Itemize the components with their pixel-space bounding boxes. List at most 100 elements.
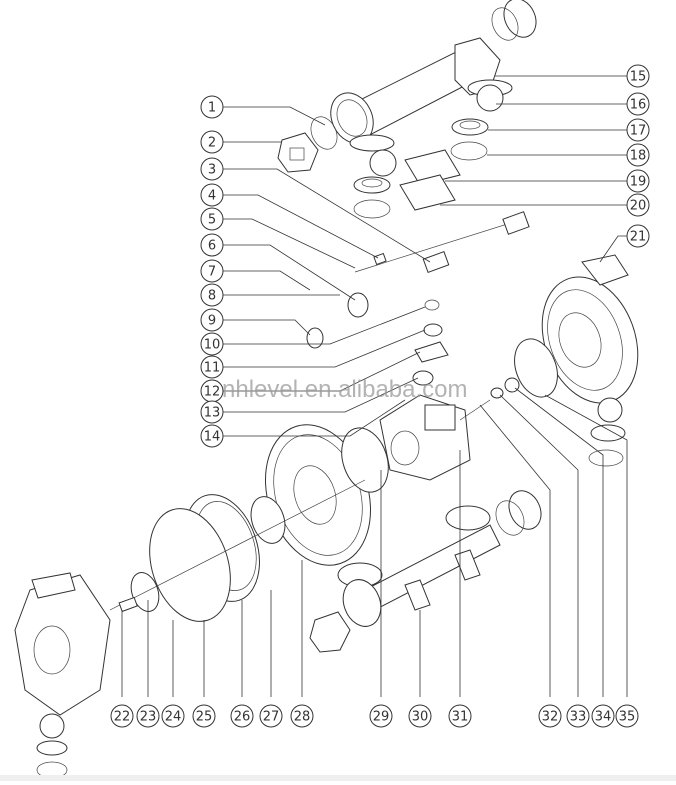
callout-circle xyxy=(192,704,216,728)
callout-number: 20 xyxy=(630,199,647,214)
ball-and-seats-top xyxy=(310,84,504,219)
callout-number: 31 xyxy=(452,710,469,725)
callout-4: 4 xyxy=(200,183,224,207)
callout-3: 3 xyxy=(200,157,224,181)
callout-23: 23 xyxy=(136,704,160,728)
callout-number: 34 xyxy=(595,710,612,725)
callout-circle xyxy=(448,704,472,728)
callout-10: 10 xyxy=(200,332,224,356)
air-valve-components xyxy=(306,211,530,386)
callout-8: 8 xyxy=(200,283,224,307)
callout-33: 33 xyxy=(566,704,590,728)
diaphragms xyxy=(109,479,366,622)
end-cap-left xyxy=(277,132,319,173)
callout-number: 8 xyxy=(208,289,216,304)
callout-14: 14 xyxy=(200,424,224,448)
callout-24: 24 xyxy=(161,704,185,728)
callout-number: 11 xyxy=(204,361,221,376)
callout-2: 2 xyxy=(200,130,224,154)
callout-circle xyxy=(161,704,185,728)
callout-number: 21 xyxy=(630,230,647,245)
callout-1: 1 xyxy=(200,95,224,119)
callout-circle xyxy=(259,704,283,728)
callout-number: 9 xyxy=(208,314,216,329)
watermark: nhlevel.en.alibaba.com xyxy=(222,376,468,403)
callout-circle xyxy=(200,308,224,332)
callout-number: 3 xyxy=(208,163,216,178)
callout-circle xyxy=(626,169,650,193)
top-right-cap xyxy=(491,0,537,41)
callout-number: 12 xyxy=(204,385,221,400)
right-fluid-cap xyxy=(514,254,639,467)
callout-circle xyxy=(626,118,650,142)
callout-circle xyxy=(200,157,224,181)
callout-number: 29 xyxy=(373,710,390,725)
callout-number: 16 xyxy=(630,98,647,113)
callout-5: 5 xyxy=(200,207,224,231)
callout-circle xyxy=(626,143,650,167)
callout-number: 14 xyxy=(204,430,221,445)
callout-number: 15 xyxy=(630,70,647,85)
callout-16: 16 xyxy=(626,92,650,116)
callout-29: 29 xyxy=(369,704,393,728)
callout-28: 28 xyxy=(290,704,314,728)
callout-circle xyxy=(200,332,224,356)
callout-number: 10 xyxy=(204,338,221,353)
callout-number: 23 xyxy=(140,710,157,725)
callout-circle xyxy=(626,92,650,116)
callout-number: 17 xyxy=(630,124,647,139)
callout-circle xyxy=(538,704,562,728)
callout-circle xyxy=(369,704,393,728)
callout-number: 13 xyxy=(204,406,221,421)
callout-circle xyxy=(200,283,224,307)
callout-18: 18 xyxy=(626,143,650,167)
callout-number: 5 xyxy=(208,213,216,228)
callout-32: 32 xyxy=(538,704,562,728)
callout-number: 22 xyxy=(114,710,131,725)
callout-number: 4 xyxy=(208,189,216,204)
callout-circle xyxy=(626,193,650,217)
callout-circle xyxy=(626,224,650,248)
callout-circle xyxy=(200,355,224,379)
callout-9: 9 xyxy=(200,308,224,332)
callout-35: 35 xyxy=(615,704,639,728)
callout-11: 11 xyxy=(200,355,224,379)
bottom-bar xyxy=(0,775,676,781)
callout-30: 30 xyxy=(408,704,432,728)
left-fluid-cap xyxy=(14,572,138,779)
callout-22: 22 xyxy=(110,704,134,728)
callout-13: 13 xyxy=(200,400,224,424)
callout-circle xyxy=(200,183,224,207)
valve-plate xyxy=(399,149,461,211)
callout-circle xyxy=(200,130,224,154)
callout-circle xyxy=(615,704,639,728)
outer-diaphragm-plate xyxy=(250,424,389,566)
callout-number: 2 xyxy=(208,136,216,151)
callout-number: 6 xyxy=(208,239,216,254)
callout-number: 28 xyxy=(294,710,311,725)
callout-number: 33 xyxy=(570,710,587,725)
callout-31: 31 xyxy=(448,704,472,728)
callout-19: 19 xyxy=(626,169,650,193)
callout-circle xyxy=(110,704,134,728)
callout-number: 25 xyxy=(196,710,213,725)
callout-number: 7 xyxy=(208,265,216,280)
callout-number: 32 xyxy=(542,710,559,725)
callout-number: 18 xyxy=(630,149,647,164)
callout-circle xyxy=(200,95,224,119)
callout-number: 1 xyxy=(208,101,216,116)
callout-circle xyxy=(200,233,224,257)
callout-circle xyxy=(200,424,224,448)
callout-26: 26 xyxy=(230,704,254,728)
callout-circle xyxy=(230,704,254,728)
callout-number: 19 xyxy=(630,175,647,190)
callout-number: 24 xyxy=(165,710,182,725)
callout-6: 6 xyxy=(200,233,224,257)
callout-number: 30 xyxy=(412,710,429,725)
callout-number: 26 xyxy=(234,710,251,725)
callout-circle xyxy=(626,64,650,88)
leader-lines xyxy=(121,75,628,697)
callout-25: 25 xyxy=(192,704,216,728)
